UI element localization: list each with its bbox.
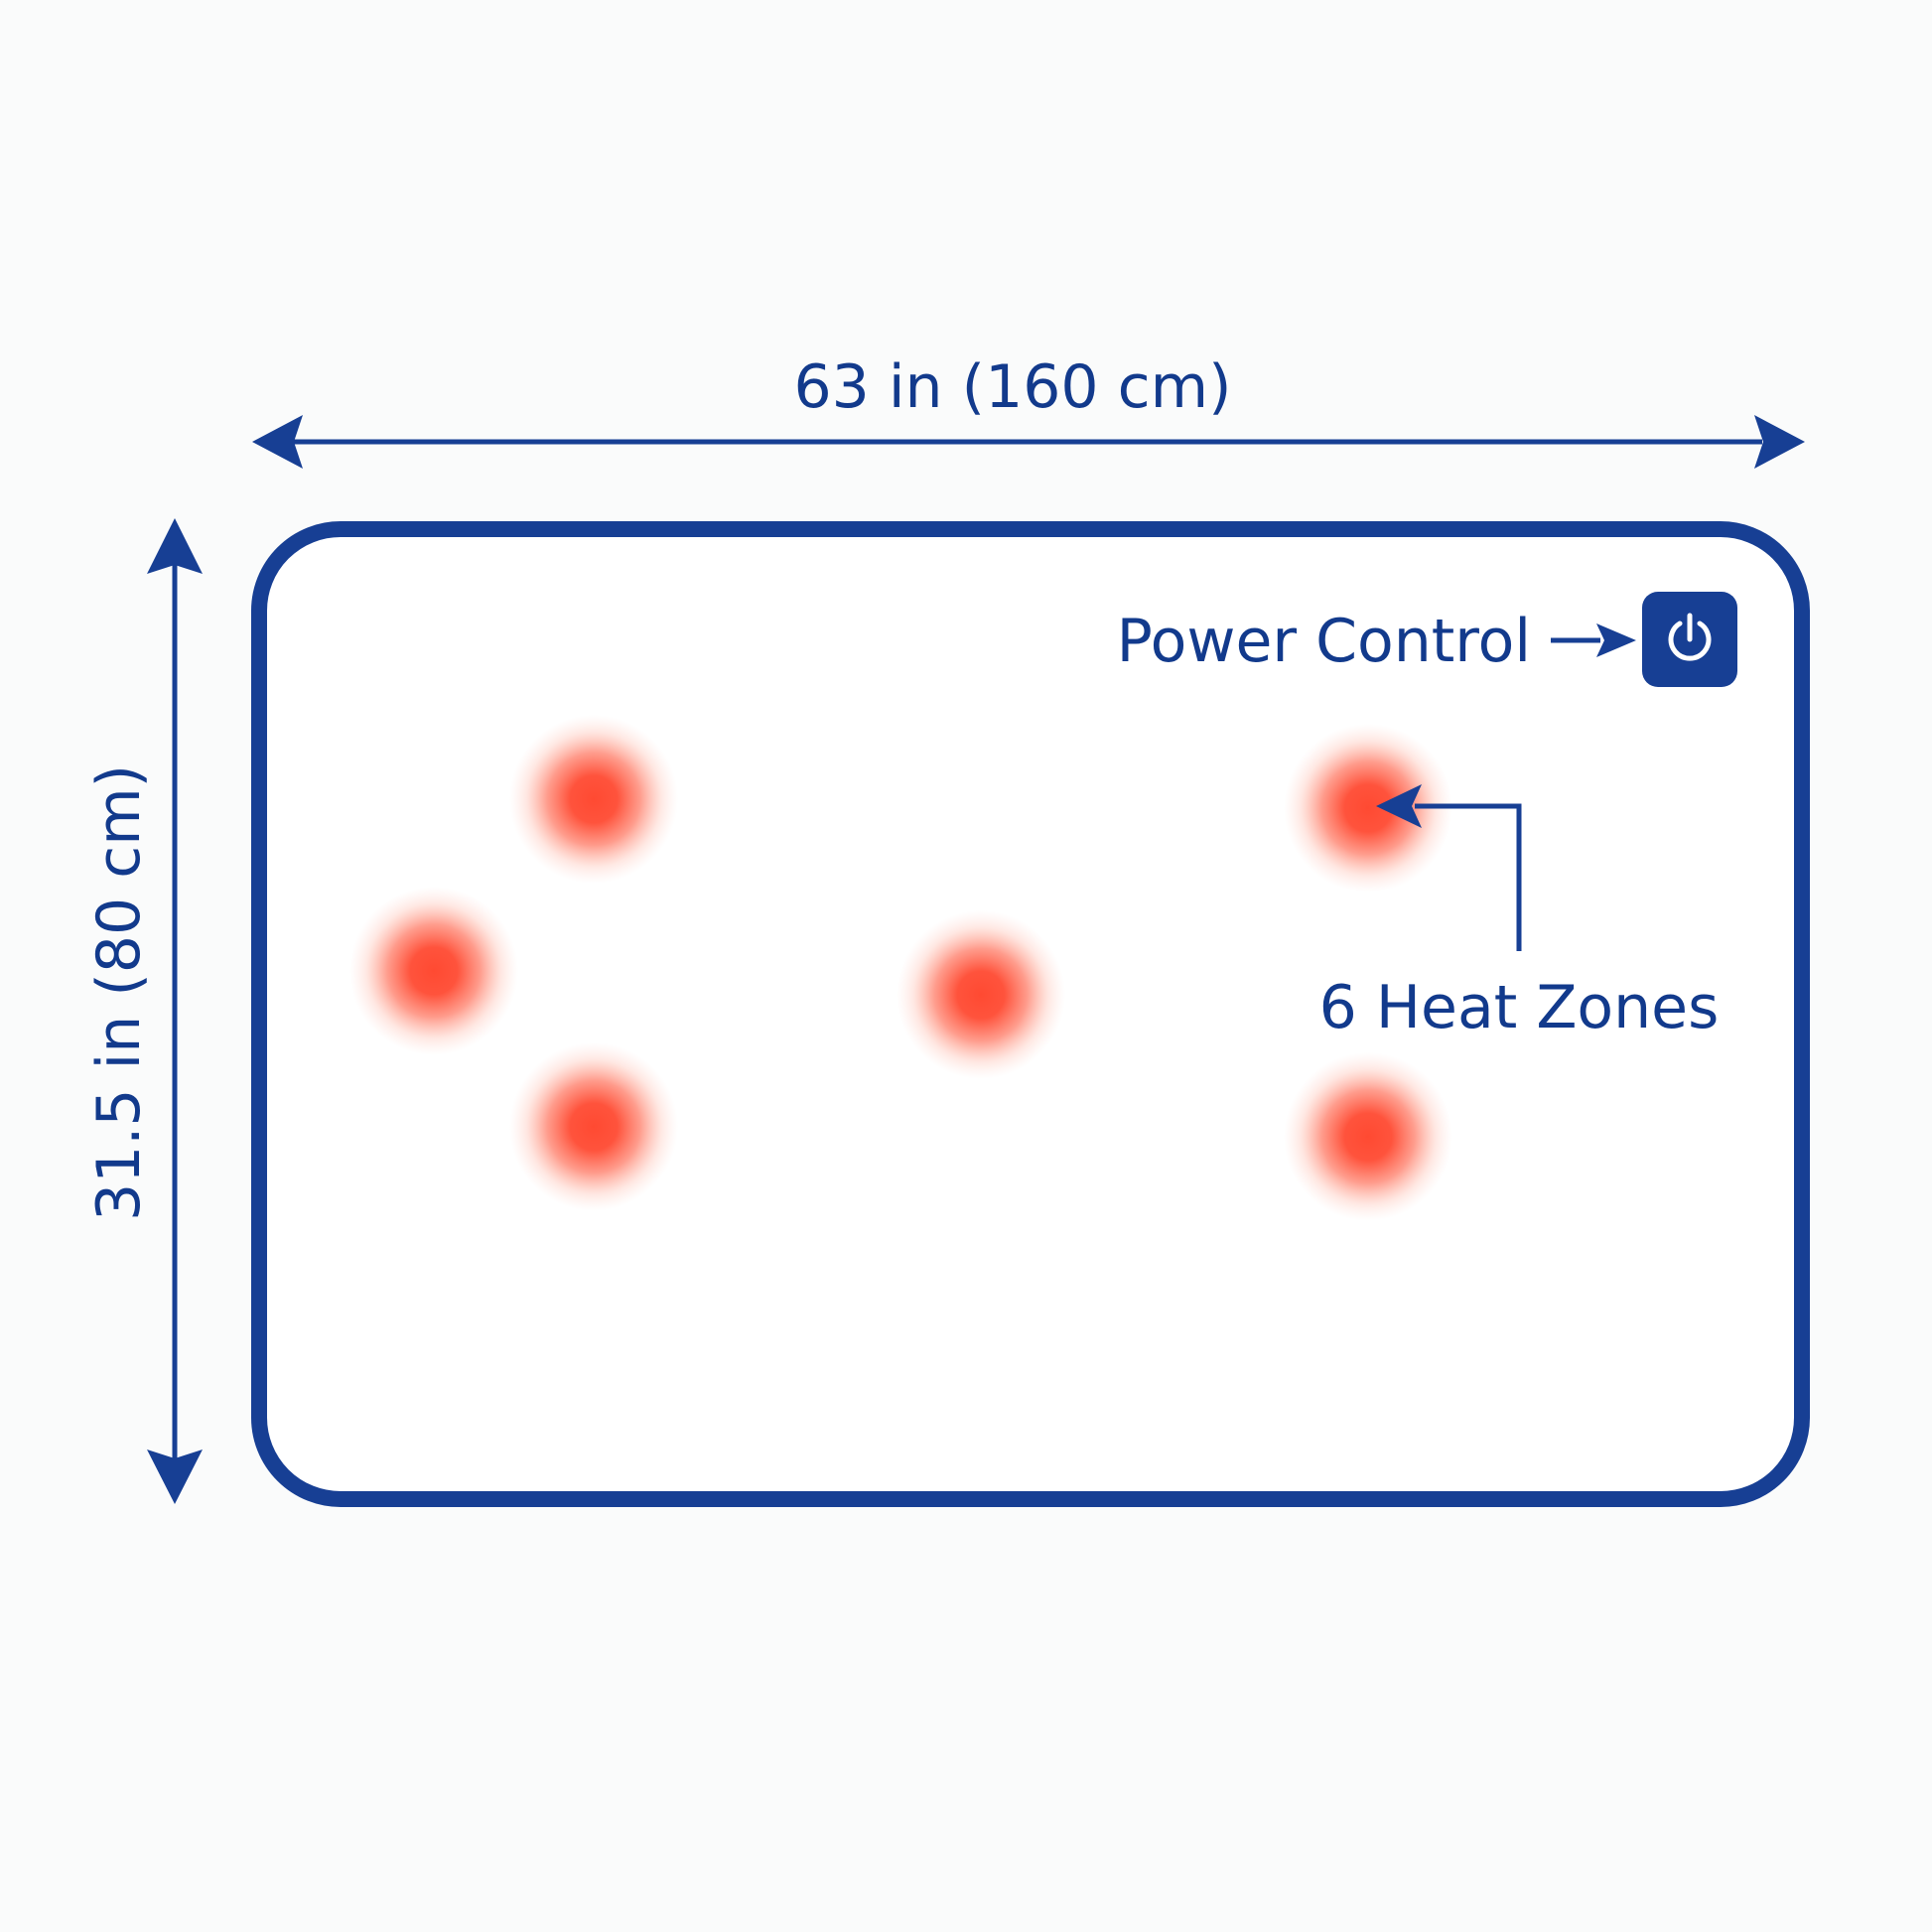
heat-zone-callout-arrow — [1376, 784, 1522, 951]
width-label: 63 in (160 cm) — [793, 352, 1231, 422]
height-label: 31.5 in (80 cm) — [84, 764, 154, 1221]
heat-zone — [1284, 1052, 1452, 1221]
power-button[interactable] — [1642, 592, 1737, 687]
width-arrow-right-head — [1754, 415, 1805, 469]
heat-zone — [509, 1042, 678, 1211]
power-control-arrow — [1551, 623, 1636, 657]
height-arrow-top-head — [147, 518, 203, 574]
height-arrow-bottom-head — [147, 1449, 203, 1504]
heat-zone — [509, 715, 678, 884]
width-dimension-arrow — [252, 415, 1805, 469]
heat-zone — [349, 887, 518, 1055]
heat-zones-label: 6 Heat Zones — [1319, 973, 1720, 1042]
power-control-label: Power Control — [1117, 607, 1531, 676]
height-dimension-arrow — [147, 518, 203, 1504]
heat-zone — [1284, 724, 1452, 893]
width-arrow-left-head — [252, 415, 303, 469]
heat-zones — [349, 715, 1452, 1221]
power-icon — [1668, 613, 1712, 661]
heat-zone — [897, 910, 1065, 1079]
